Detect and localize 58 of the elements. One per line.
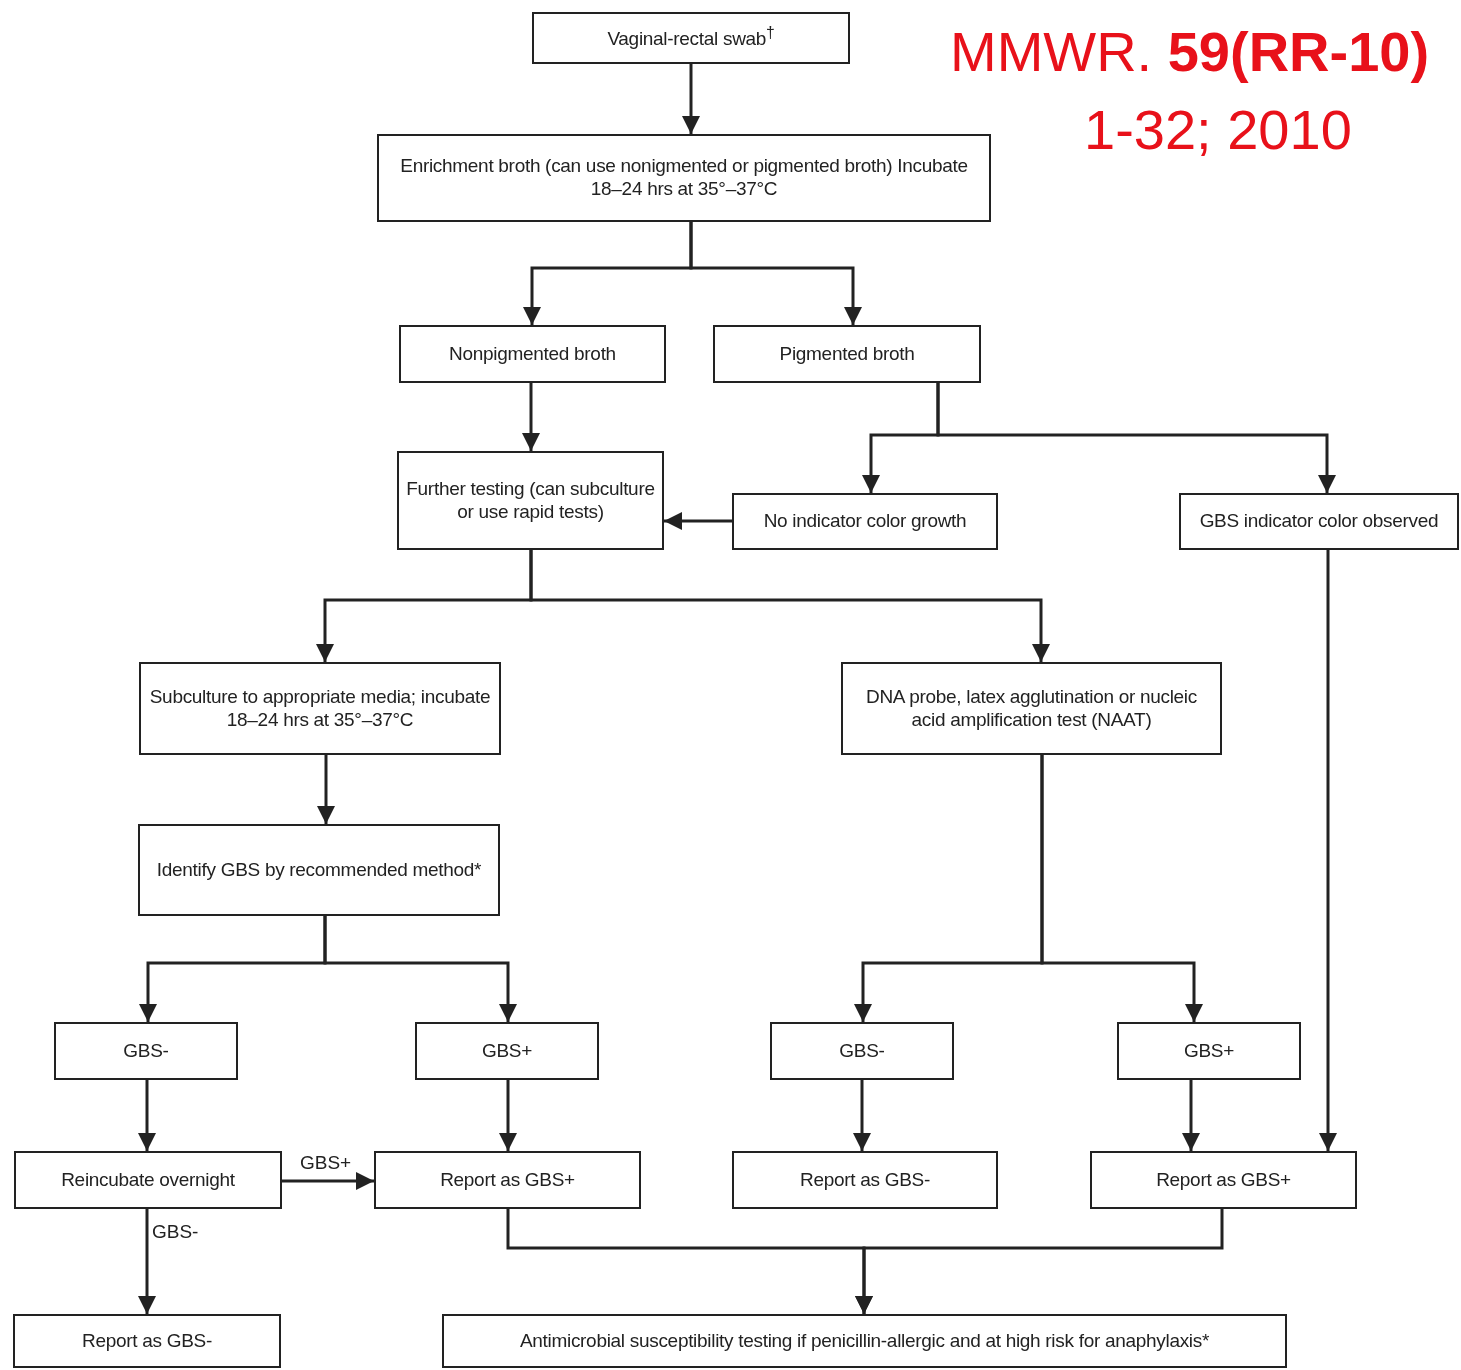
box-text: Enrichment broth (can use nonigmented or pigmented broth) Incubate 18–24 hrs at 35°–37°C (399, 155, 969, 201)
box-text: Report as GBS+ (1155, 1168, 1292, 1192)
process-box (732, 493, 998, 550)
arrow (855, 1209, 1224, 1314)
process-box (1117, 1022, 1301, 1080)
process-box (415, 1022, 599, 1080)
box-text: Report as GBS- (799, 1168, 931, 1192)
box-text: Report as GBS+ (439, 1168, 576, 1192)
arrow (664, 512, 732, 530)
process-box (13, 1314, 281, 1368)
arrow (317, 755, 335, 824)
box-text: No indicator color growth (762, 510, 968, 533)
process-box (1179, 493, 1459, 550)
box-text: Vaginal-rectal swab$^{†}$ (606, 24, 776, 52)
process-box (442, 1314, 1287, 1368)
process-box (841, 662, 1222, 755)
box-text: Reincubate overnight (60, 1168, 236, 1192)
box-text: GBS- (838, 1039, 886, 1063)
arrow (522, 383, 540, 451)
process-box (54, 1022, 238, 1080)
arrow (529, 550, 1050, 662)
box-text: Pigmented broth (778, 342, 916, 366)
process-box (374, 1151, 641, 1209)
box-text: Subculture to appropriate media; incubate 18–24 hrs at 35°–37°C (148, 685, 492, 732)
process-box (1090, 1151, 1357, 1209)
citation-text: 1-32; 2010 (1084, 102, 1352, 158)
arrow (282, 1172, 374, 1190)
process-box (139, 662, 501, 755)
arrow (689, 222, 862, 325)
arrow (1319, 550, 1337, 1151)
box-text: GBS- (122, 1039, 170, 1063)
arrow (1182, 1080, 1200, 1151)
arrow (936, 383, 1336, 493)
process-box (138, 824, 500, 916)
process-box (770, 1022, 954, 1080)
box-text: GBS+ (1183, 1039, 1235, 1063)
process-box (732, 1151, 998, 1209)
arrow (499, 1080, 517, 1151)
process-box (14, 1151, 282, 1209)
box-text: DNA probe, latex agglutination or nucleic acid amplification test (NAAT) (865, 685, 1198, 732)
process-box (399, 325, 666, 383)
arrow (1040, 755, 1203, 1022)
arrow (138, 1209, 156, 1314)
box-text: Report as GBS- (81, 1329, 213, 1353)
arrow (682, 64, 700, 134)
box-text: Further testing (can subculture or use rapid tests) (405, 477, 656, 524)
process-box (397, 451, 664, 550)
box-text: Identify GBS by recommended method* (155, 858, 483, 882)
arrow (323, 916, 517, 1022)
box-text: GBS+ (481, 1039, 533, 1063)
arrow (853, 1080, 871, 1151)
box-text: GBS indicator color observed (1198, 510, 1440, 533)
process-box (532, 12, 850, 64)
process-box (377, 134, 991, 222)
box-text: Antimicrobial susceptibility testing if penicillin-allergic and at high risk for anaphylaxis* (518, 1329, 1211, 1353)
process-box (713, 325, 981, 383)
arrow (138, 1080, 156, 1151)
box-text: Nonpigmented broth (448, 342, 617, 366)
